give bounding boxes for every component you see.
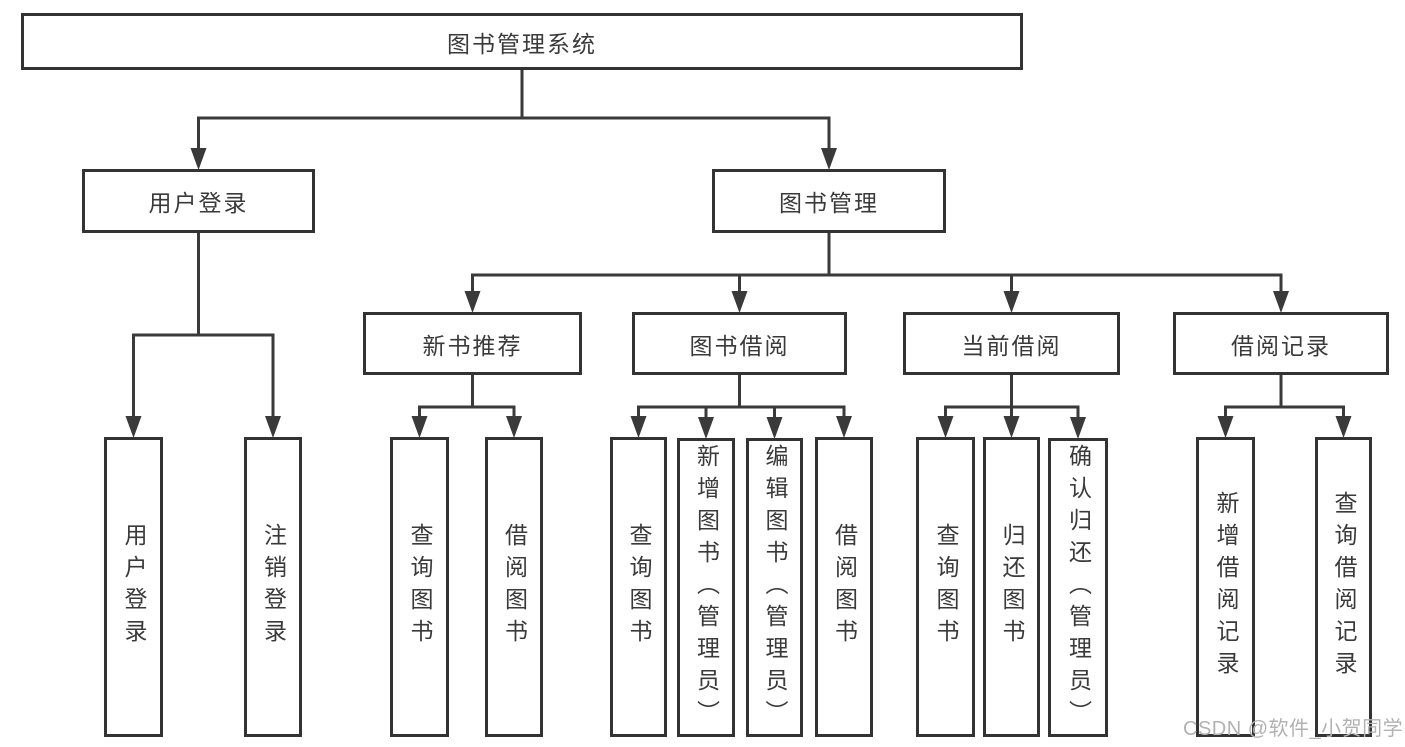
arrowhead-icon xyxy=(731,291,748,313)
node-book-borrow: 图书借阅 xyxy=(632,312,847,375)
node-label-book-borrow: 图书借阅 xyxy=(689,332,790,359)
node-bb-add: 新增图书（管理员） xyxy=(677,438,735,737)
node-label-borrow-record: 借阅记录 xyxy=(1231,332,1331,359)
node-label-cb-query: 查询图书 xyxy=(933,523,959,651)
node-label-leaf-user-login: 用户登录 xyxy=(121,523,147,651)
watermark: CSDN @软件_小贺同学 xyxy=(1183,718,1404,740)
node-label-leaf-logout: 注销登录 xyxy=(260,523,287,651)
node-bb-query: 查询图书 xyxy=(610,437,667,737)
arrowhead-icon xyxy=(265,416,281,438)
node-nb-query: 查询图书 xyxy=(390,437,449,737)
node-label-bb-edit: 编辑图书（管理员） xyxy=(762,443,788,732)
arrowhead-icon xyxy=(1273,291,1289,313)
node-label-bb-query: 查询图书 xyxy=(626,523,652,651)
arrowhead-icon xyxy=(1003,416,1020,438)
node-label-nb-query: 查询图书 xyxy=(407,523,433,651)
arrowhead-icon xyxy=(836,416,852,438)
node-label-nb-borrow: 借阅图书 xyxy=(501,523,528,651)
node-user-login: 用户登录 xyxy=(82,169,315,233)
node-label-user-login: 用户登录 xyxy=(148,190,249,216)
arrowhead-icon xyxy=(937,416,954,438)
node-new-book-recommend: 新书推荐 xyxy=(363,312,582,375)
node-br-query: 查询借阅记录 xyxy=(1315,437,1372,737)
arrowhead-icon xyxy=(698,417,714,439)
node-leaf-logout: 注销登录 xyxy=(244,437,302,737)
node-book-mgmt: 图书管理 xyxy=(712,169,946,233)
node-br-add: 新增借阅记录 xyxy=(1196,437,1255,737)
arrowhead-icon xyxy=(506,416,522,438)
arrowhead-icon xyxy=(464,291,481,313)
arrowhead-icon xyxy=(1217,416,1234,438)
node-current-borrow: 当前借阅 xyxy=(903,312,1120,375)
node-label-br-query: 查询借阅记录 xyxy=(1331,491,1357,683)
node-label-bb-borrow: 借阅图书 xyxy=(831,523,858,651)
node-label-cb-confirm: 确认归还（管理员） xyxy=(1065,443,1092,732)
node-label-new-book-recommend: 新书推荐 xyxy=(422,332,523,359)
node-cb-confirm: 确认归还（管理员） xyxy=(1048,438,1108,737)
arrowhead-icon xyxy=(1003,291,1020,313)
arrowhead-icon xyxy=(821,148,837,170)
node-label-book-mgmt: 图书管理 xyxy=(779,190,879,216)
node-label-root: 图书管理系统 xyxy=(447,30,597,57)
node-label-br-add: 新增借阅记录 xyxy=(1213,491,1239,683)
node-cb-query: 查询图书 xyxy=(916,437,975,737)
arrowhead-icon xyxy=(411,416,428,438)
node-label-bb-add: 新增图书（管理员） xyxy=(693,443,720,732)
node-borrow-record: 借阅记录 xyxy=(1173,312,1389,375)
node-bb-edit: 编辑图书（管理员） xyxy=(746,438,803,737)
node-label-cb-return: 归还图书 xyxy=(999,523,1025,651)
node-nb-borrow: 借阅图书 xyxy=(485,437,543,737)
arrowhead-icon xyxy=(1070,417,1086,439)
node-bb-borrow: 借阅图书 xyxy=(815,437,873,737)
arrowhead-icon xyxy=(766,417,783,439)
arrowhead-icon xyxy=(190,148,207,170)
arrowhead-icon xyxy=(1335,416,1352,438)
arrowhead-icon xyxy=(630,416,647,438)
arrowhead-icon xyxy=(125,416,142,438)
node-leaf-user-login: 用户登录 xyxy=(104,437,163,737)
node-label-current-borrow: 当前借阅 xyxy=(961,332,1062,359)
node-root: 图书管理系统 xyxy=(21,13,1023,70)
node-cb-return: 归还图书 xyxy=(983,437,1040,737)
